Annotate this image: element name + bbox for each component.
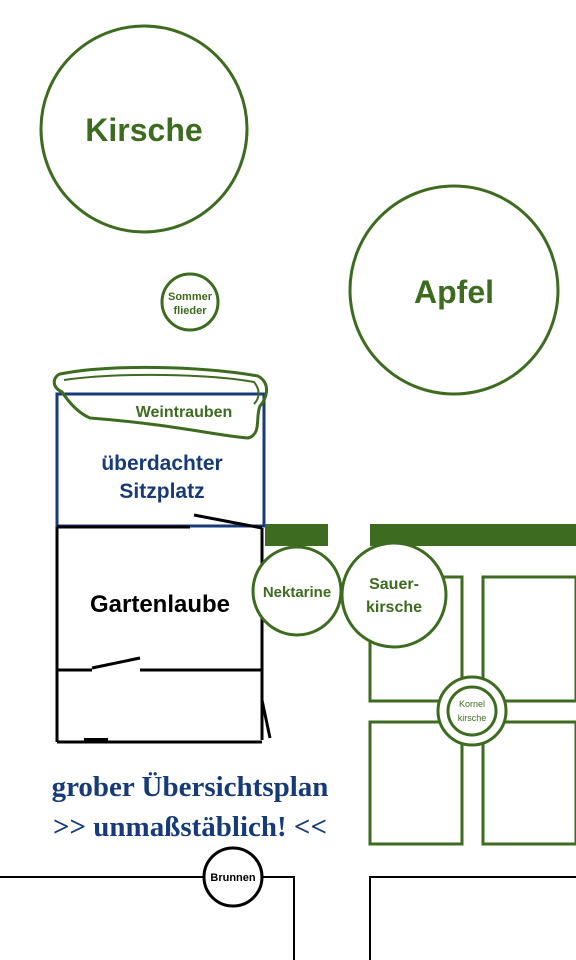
weintrauben-outline-inner: [63, 373, 260, 405]
caption-line-2: >> unmaßstäblich! <<: [53, 811, 327, 843]
sitzplatz-label-1: überdachter: [101, 452, 222, 475]
gartenlaube-door-mark: [84, 738, 108, 743]
kirsche-label: Kirsche: [85, 112, 202, 148]
brunnen-circle: [202, 846, 264, 908]
hedge-left: [265, 524, 328, 546]
hedge-right: [370, 524, 576, 546]
kirsche-tree-circle: [39, 24, 249, 234]
bed-top-right: [481, 575, 576, 703]
kornelkirsche-label-2: kirsche: [458, 713, 487, 723]
sauerkirsche-label-1: Sauer-: [369, 576, 419, 593]
bed-bottom-right: [481, 720, 576, 846]
bed-bottom-left: [368, 720, 464, 846]
weintrauben-label: Weintrauben: [136, 404, 233, 421]
kornelkirsche-inner-circle: [446, 685, 498, 737]
apfel-tree-circle: [348, 184, 560, 396]
gartenlaube-label: Gartenlaube: [90, 591, 230, 618]
apfel-label: Apfel: [414, 274, 494, 310]
sitzplatz-label-2: Sitzplatz: [119, 480, 204, 503]
sommerflieder-label-2: flieder: [173, 305, 207, 317]
kornelkirsche-label-1: Kornel: [459, 699, 485, 709]
sauerkirsche-label-2: kirsche: [366, 599, 422, 616]
sommerflieder-circle: [160, 272, 220, 332]
garden-beds: [368, 575, 576, 846]
caption-line-1: grober Übersichtsplan: [52, 771, 329, 803]
brunnen-label: Brunnen: [210, 872, 256, 884]
weintrauben-outline: [52, 365, 268, 440]
nektarine-label: Nektarine: [263, 584, 331, 601]
bottom-boundary: [0, 876, 576, 960]
sauerkirsche-circle: [340, 541, 448, 649]
gartenlaube-building: [55, 513, 272, 744]
sommerflieder-label-1: Sommer: [168, 291, 213, 303]
